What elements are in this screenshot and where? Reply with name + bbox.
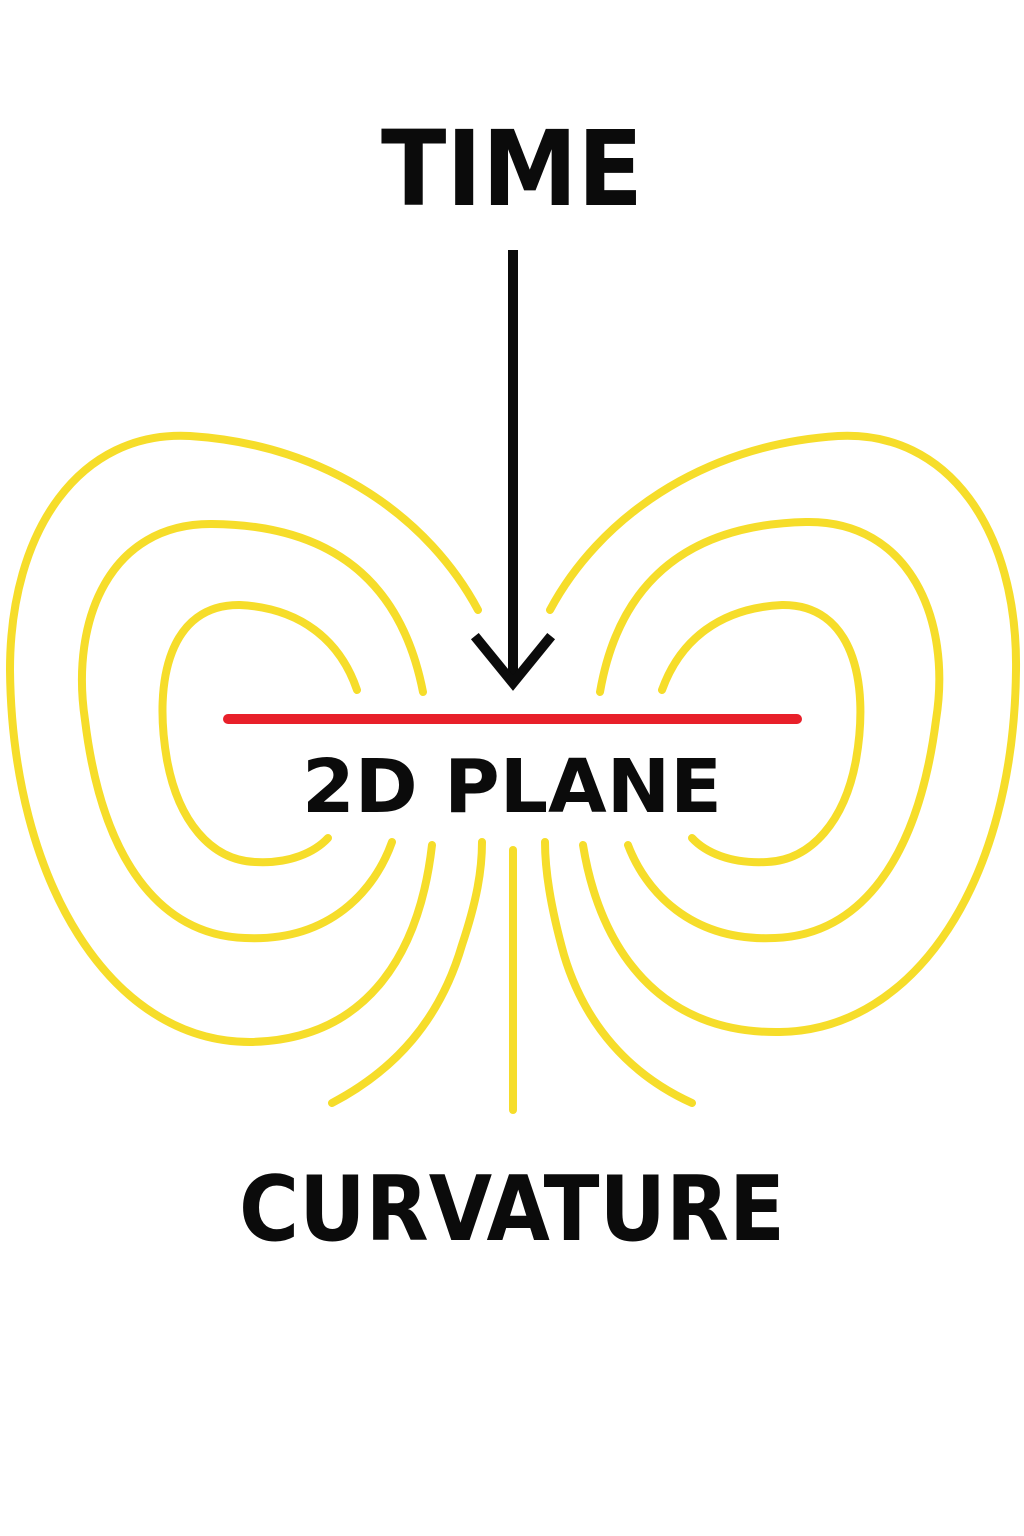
field-line-right-outer: [546, 431, 1021, 1037]
plane-label: 2D PLANE: [302, 744, 722, 830]
curvature-field-lines: [6, 431, 1021, 1114]
field-line-left-middle: [78, 519, 427, 943]
field-line-left-outer: [6, 431, 482, 1046]
time-arrow: [470, 250, 556, 691]
curvature-label: CURVATURE: [239, 1157, 785, 1262]
field-line-left-inner: [158, 600, 361, 867]
field-line-lower-left: [328, 838, 486, 1107]
field-line-right-inner: [658, 600, 865, 867]
time-label: TIME: [381, 108, 643, 230]
arrow-head: [470, 632, 556, 691]
field-line-right-middle: [596, 517, 944, 943]
field-line-lower-right: [541, 838, 696, 1107]
